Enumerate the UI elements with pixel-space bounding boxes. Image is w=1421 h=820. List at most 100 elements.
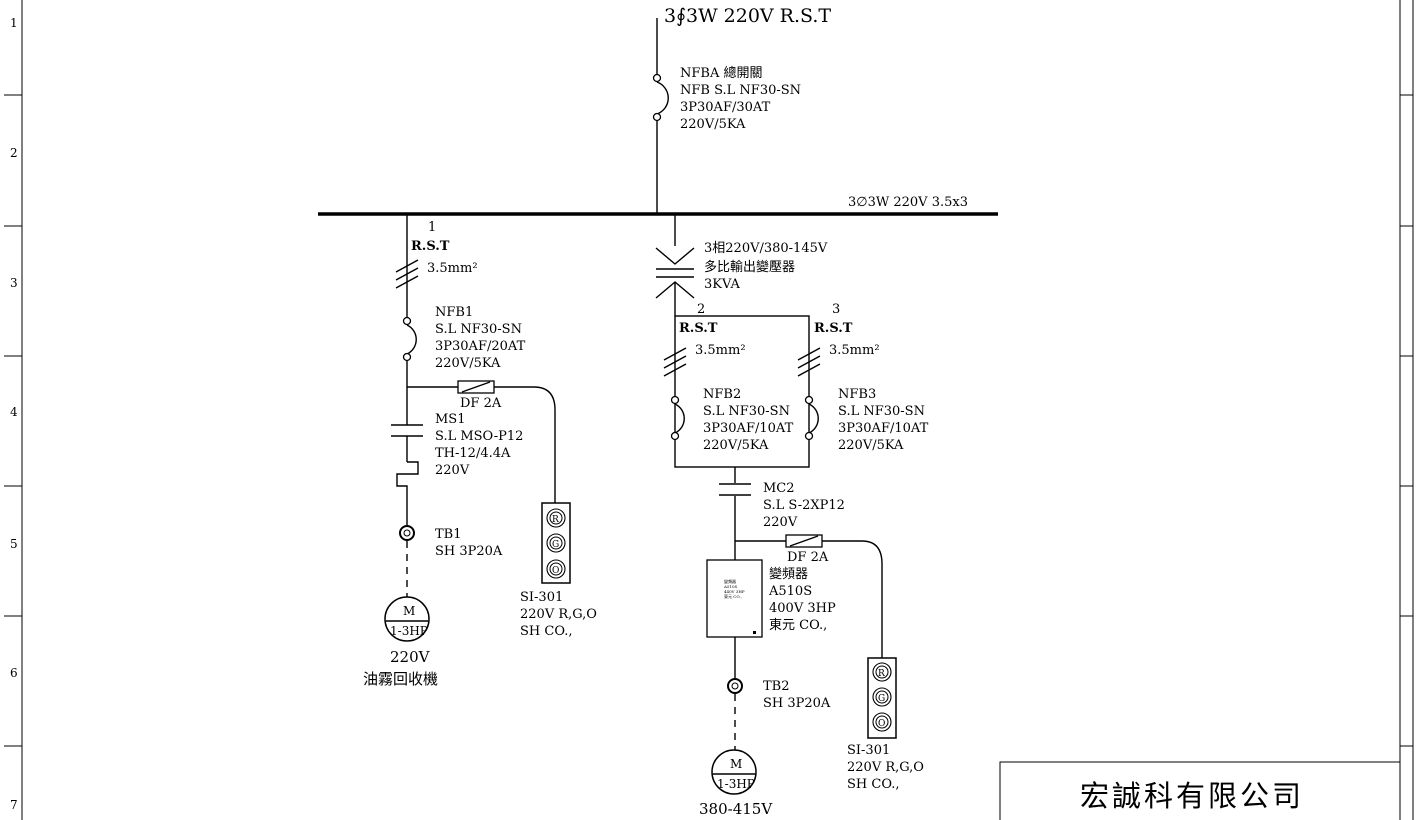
svg-text:O: O: [878, 719, 885, 729]
row-number-6: 6: [10, 666, 18, 680]
svg-text:NFB S.L NF30-SN: NFB S.L NF30-SN: [680, 83, 801, 98]
lamp-o-icon: O: [872, 712, 892, 732]
svg-text:3P30AF/30AT: 3P30AF/30AT: [680, 100, 771, 115]
svg-text:220V/5KA: 220V/5KA: [680, 117, 746, 132]
svg-text:SH 3P20A: SH 3P20A: [435, 544, 503, 559]
branch-3-number: 3: [832, 302, 840, 317]
main-incoming: 3∮3W 220V R.S.T NFBA 總開關 NFB S.L NF30-SN…: [652, 5, 831, 213]
wire-tick-marks: [395, 259, 419, 289]
svg-text:R: R: [552, 515, 559, 525]
svg-text:220V/5KA: 220V/5KA: [435, 356, 501, 371]
svg-text:NFB3: NFB3: [838, 387, 876, 402]
svg-text:SI-301: SI-301: [847, 743, 890, 758]
indicator-lamp-panel-2: R G O: [867, 657, 897, 739]
company-name: 宏誠科有限公司: [1080, 779, 1304, 813]
drawing-frame: 1 2 3 4 5 6 7: [4, 0, 1414, 820]
main-breaker-label: NFBA 總開關 NFB S.L NF30-SN 3P30AF/30AT 220…: [680, 65, 801, 132]
svg-text:TB1: TB1: [435, 527, 462, 542]
mc2-label: MC2 S.L S-2XP12 220V: [763, 481, 845, 530]
inverter-branch: MC2 S.L S-2XP12 220V DF 2A 變頻器 A510S 440…: [699, 467, 924, 818]
svg-text:SH 3P20A: SH 3P20A: [763, 696, 831, 711]
svg-text:SH CO.,: SH CO.,: [847, 777, 899, 792]
row-number-3: 3: [10, 276, 18, 290]
indicator-2-label: SI-301 220V R,G,O SH CO.,: [847, 743, 924, 792]
motor-2-voltage: 380-415V: [699, 800, 773, 818]
motor-voltage: 220V: [390, 648, 431, 666]
svg-text:NFB2: NFB2: [703, 387, 741, 402]
branch-3-phases: R.S.T: [814, 321, 853, 336]
lamp-o-icon: O: [546, 559, 566, 579]
svg-text:SH CO.,: SH CO.,: [520, 624, 572, 639]
indicator-lamp-panel: R G O: [541, 502, 571, 584]
branch-1-wire: 3.5mm²: [427, 261, 478, 276]
branch-2-wire: 3.5mm²: [695, 343, 746, 358]
svg-text:東元 CO.,: 東元 CO.,: [724, 593, 742, 599]
svg-text:1-3HP: 1-3HP: [390, 624, 428, 638]
main-busbar: 3∅3W 220V 3.5x3: [318, 195, 998, 216]
svg-text:M: M: [730, 757, 742, 771]
svg-text:NFB1: NFB1: [435, 305, 473, 320]
secondary-panel: 2 R.S.T 3.5mm² NFB2 S.L NF30-SN 3P30AF/1…: [663, 302, 929, 468]
svg-text:東元 CO.,: 東元 CO.,: [769, 617, 827, 633]
branch-2-phases: R.S.T: [679, 321, 718, 336]
svg-text:220V: 220V: [763, 515, 798, 530]
load-name: 油霧回收機: [363, 670, 438, 688]
inverter-icon: 變頻器 A510S 440V 3HP 東元 CO.,: [706, 559, 763, 638]
svg-text:S.L NF30-SN: S.L NF30-SN: [838, 404, 925, 419]
branch-2-number: 2: [697, 302, 705, 317]
svg-text:3P30AF/10AT: 3P30AF/10AT: [703, 421, 794, 436]
bus-label: 3∅3W 220V 3.5x3: [848, 195, 968, 210]
row-number-2: 2: [10, 146, 18, 160]
nfb2-label: NFB2 S.L NF30-SN 3P30AF/10AT 220V/5KA: [703, 387, 794, 453]
svg-text:S.L MSO-P12: S.L MSO-P12: [435, 429, 523, 444]
supply-label: 3∮3W 220V R.S.T: [664, 5, 831, 27]
svg-text:NFBA 總開關: NFBA 總開關: [680, 65, 762, 81]
nfb3-label: NFB3 S.L NF30-SN 3P30AF/10AT 220V/5KA: [838, 387, 929, 453]
svg-text:M: M: [403, 604, 415, 618]
svg-text:S.L NF30-SN: S.L NF30-SN: [435, 322, 522, 337]
svg-text:A510S: A510S: [768, 584, 812, 599]
motor-2-icon: M 1-3HP: [711, 749, 757, 795]
nfb1-label: NFB1 S.L NF30-SN 3P30AF/20AT 220V/5KA: [435, 305, 526, 371]
transformer-label: 3相220V/380-145V 多比輸出變壓器 3KVA: [704, 241, 828, 292]
branch-1-number: 1: [428, 220, 436, 235]
svg-text:R: R: [878, 669, 885, 679]
inverter-label: 變頻器 A510S 400V 3HP 東元 CO.,: [768, 566, 836, 633]
lamp-r-icon: R: [872, 662, 892, 682]
svg-text:3P30AF/10AT: 3P30AF/10AT: [838, 421, 929, 436]
svg-text:SI-301: SI-301: [520, 590, 563, 605]
lamp-g-icon: G: [872, 687, 892, 707]
svg-text:MS1: MS1: [435, 412, 466, 427]
svg-text:A510S: A510S: [723, 584, 738, 589]
branch-1-phases: R.S.T: [411, 239, 450, 254]
tb1-label: TB1 SH 3P20A: [435, 527, 503, 559]
svg-text:變頻器: 變頻器: [769, 566, 808, 582]
svg-text:220V/5KA: 220V/5KA: [703, 438, 769, 453]
tb2-label: TB2 SH 3P20A: [763, 679, 831, 711]
svg-text:220V/5KA: 220V/5KA: [838, 438, 904, 453]
svg-text:440V 3HP: 440V 3HP: [724, 589, 745, 594]
branch-3-wire: 3.5mm²: [829, 343, 880, 358]
indicator-label: SI-301 220V R,G,O SH CO.,: [520, 590, 597, 639]
svg-text:220V: 220V: [435, 463, 470, 478]
svg-text:S.L NF30-SN: S.L NF30-SN: [703, 404, 790, 419]
svg-text:400V 3HP: 400V 3HP: [769, 601, 836, 616]
branch-1: 1 R.S.T 3.5mm² NFB1 S.L NF30-SN 3P30AF/2…: [363, 214, 597, 688]
row-number-4: 4: [10, 405, 18, 419]
row-number-5: 5: [10, 537, 18, 551]
motor-icon: M 1-3HP: [384, 596, 430, 642]
ms1-label: MS1 S.L MSO-P12 TH-12/4.4A 220V: [435, 412, 523, 478]
svg-text:1-3HP: 1-3HP: [717, 777, 755, 791]
title-block: 宏誠科有限公司: [999, 761, 1401, 820]
svg-text:3相220V/380-145V: 3相220V/380-145V: [704, 241, 828, 256]
row-number-1: 1: [10, 16, 18, 30]
svg-text:G: G: [552, 540, 559, 550]
svg-text:多比輸出變壓器: 多比輸出變壓器: [704, 259, 795, 275]
lamp-r-icon: R: [546, 508, 566, 528]
svg-text:G: G: [878, 694, 885, 704]
lamp-g-icon: G: [546, 533, 566, 553]
svg-text:MC2: MC2: [763, 481, 795, 496]
svg-text:3P30AF/20AT: 3P30AF/20AT: [435, 339, 526, 354]
row-number-7: 7: [10, 798, 18, 812]
